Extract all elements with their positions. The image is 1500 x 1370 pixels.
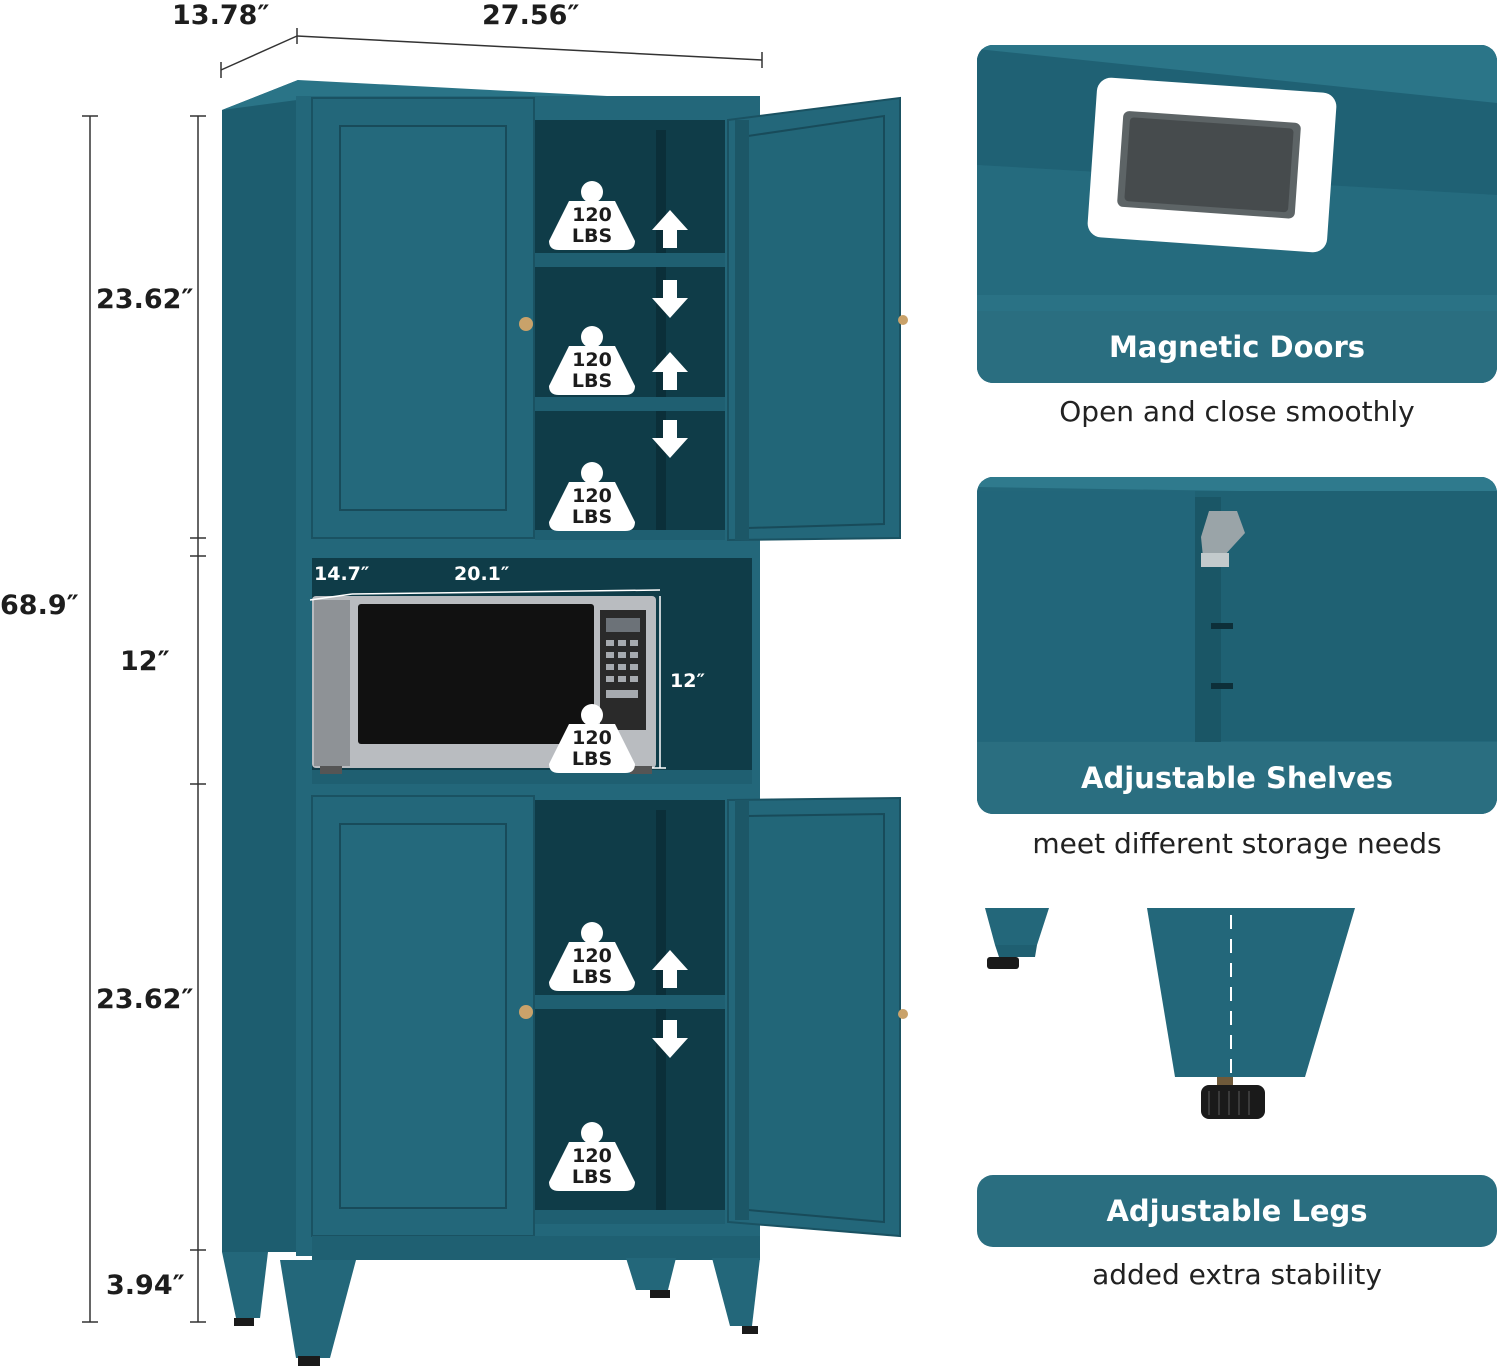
upper-section-label: 23.62″ [96, 284, 194, 315]
depth-label: 13.78″ [172, 0, 270, 31]
legs-height-label: 3.94″ [106, 1270, 185, 1301]
lower-section-label: 23.62″ [96, 984, 194, 1015]
cabinet-base [312, 1236, 760, 1260]
microwave-depth-label: 14.7″ [314, 563, 370, 585]
feature-caption: meet different storage needs [1032, 827, 1442, 860]
feature-caption: added extra stability [1092, 1258, 1382, 1291]
weight-icon [549, 1122, 635, 1191]
upper-door-knob [519, 317, 533, 331]
middle-section-label: 12″ [120, 646, 170, 677]
weight-icon [549, 704, 635, 773]
width-label: 27.56″ [482, 0, 580, 31]
total-height-label: 68.9″ [0, 590, 79, 621]
magnetic-doors-panel: Magnetic Doors [977, 45, 1497, 383]
microwave-dimension-lines [309, 589, 666, 769]
weight-icon [549, 922, 635, 991]
upper-interior [535, 120, 725, 540]
cabinet-side [222, 80, 312, 1252]
cabinet-illustration [82, 28, 908, 1366]
feature-caption: Open and close smoothly [1059, 395, 1415, 428]
lower-shelf-1 [535, 995, 725, 1009]
total-height-line [82, 115, 98, 1323]
feature-title: Adjustable Legs [1106, 1194, 1368, 1228]
section-height-line [190, 115, 206, 1323]
lower-door-knob [519, 1005, 533, 1019]
adjustable-shelves-panel: Adjustable Shelves [977, 477, 1497, 814]
cabinet-legs [222, 1252, 760, 1358]
upper-shelf-2 [535, 397, 725, 411]
weight-icon [549, 462, 635, 531]
width-dimension-line [296, 35, 763, 68]
adjustable-legs-banner: Adjustable Legs [977, 1175, 1497, 1247]
microwave-width-label: 20.1″ [454, 563, 510, 585]
weight-icon [549, 181, 635, 250]
feature-title: Magnetic Doors [1108, 330, 1366, 364]
feature-title: Adjustable Shelves [1081, 761, 1393, 795]
upper-shelf-1 [535, 253, 725, 267]
microwave-height-label: 12″ [670, 670, 705, 692]
weight-icon [549, 326, 635, 395]
depth-dimension-line [220, 28, 298, 78]
adjustable-leg-illustration [985, 908, 1355, 1119]
